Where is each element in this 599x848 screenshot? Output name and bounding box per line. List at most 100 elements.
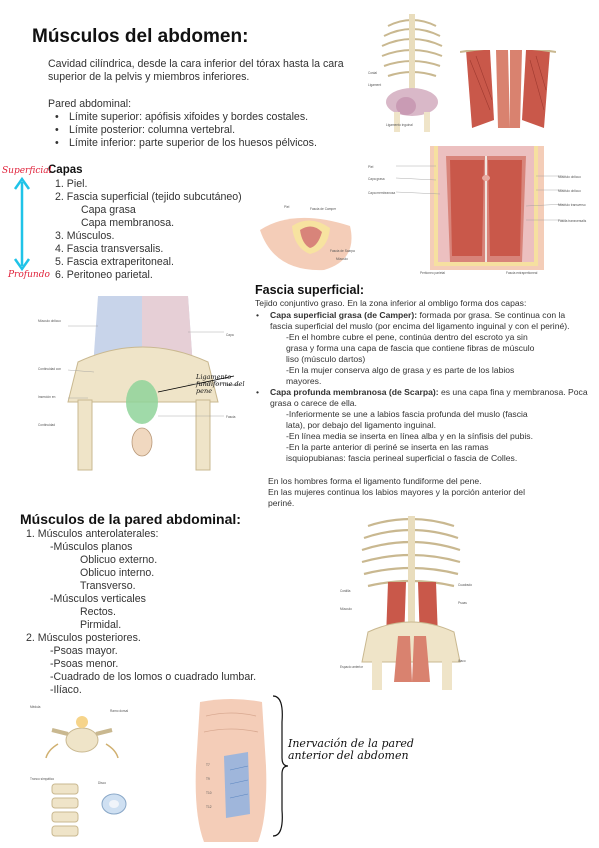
fascia-title: Fascia superficial: [255,283,365,297]
list-item: 3. Músculos. [55,230,115,242]
svg-text:T10: T10 [206,791,212,795]
pared-list: Límite superior: apófisis xifoides y bor… [55,111,345,150]
list-item: -Músculos verticales [50,593,146,605]
list-item: 5. Fascia extraperitoneal. [55,256,174,268]
capas-title: Capas [48,164,83,176]
svg-text:Músculo oblicuo: Músculo oblicuo [558,175,581,179]
capas-list: 1. Piel. 2. Fascia superficial (tejido s… [55,178,265,282]
pared-item: Límite superior: apófisis xifoides y bor… [55,111,345,124]
inervacion-handwritten-note: Inervación de la pared anterior del abdo… [288,737,414,762]
pared-item: Límite inferior: parte superior de los h… [55,137,345,150]
svg-text:Tronco simpático: Tronco simpático [30,777,54,781]
arrow-top-label: Superficial [2,166,52,176]
list-item: -Psoas mayor. [50,645,118,657]
svg-text:T9: T9 [206,777,210,781]
musculos-list: 1. Músculos anterolaterales: -Músculos p… [26,528,286,697]
scarpa-after-2: En las mujeres continua los labios mayor… [268,487,525,508]
list-item: Capa grasa [81,204,136,216]
list-item: 4. Fascia transversalis. [55,243,164,255]
camper-label: Capa superficial grasa (de Camper): [270,310,418,320]
depth-arrow-icon [13,176,31,272]
scarpa-after: En los hombres forma el ligamento fundif… [268,476,548,509]
list-item: Pirmidal. [80,619,122,631]
pared-item: Límite posterior: columna vertebral. [55,124,345,137]
svg-text:Continuidad: Continuidad [38,423,55,427]
svg-text:Inserción en: Inserción en [38,395,56,399]
arrow-bottom-label: Profundo [8,270,50,280]
list-item: -Músculos planos [50,541,133,553]
list-item: -Ilíaco. [50,684,82,696]
svg-text:Piel: Piel [368,165,374,169]
svg-text:Fascia de Camper: Fascia de Camper [310,207,337,211]
svg-text:Músculo: Músculo [336,257,348,261]
svg-text:Ligamento inguinal: Ligamento inguinal [386,123,413,127]
svg-text:T12: T12 [206,805,212,809]
svg-text:Músculo oblicuo: Músculo oblicuo [558,189,581,193]
svg-text:Capa: Capa [226,333,234,337]
svg-text:Músculo: Músculo [340,607,352,611]
list-item: Transverso. [80,580,136,592]
svg-text:Piel: Piel [284,205,290,209]
scarpa-text: es una capa fina y membranosa. Poca gras… [270,387,588,408]
svg-text:Costilla: Costilla [340,589,351,593]
svg-text:Disco: Disco [98,781,106,785]
svg-text:Médula: Médula [30,705,41,709]
svg-text:Capa grasa: Capa grasa [368,177,385,181]
scarpa-sub-1: -Inferiormente se une a labios fascia pr… [286,409,528,430]
list-item: 1. Piel. [55,178,88,190]
list-item: Capa membranosa. [81,217,175,229]
svg-text:Ramo dorsal: Ramo dorsal [110,709,128,713]
svg-text:Músculo oblicuo: Músculo oblicuo [38,319,61,323]
abdominal-muscles-image [460,50,556,132]
svg-text:Ligament: Ligament [368,83,381,87]
camper-text: formada por grasa. Se continua con la fa… [270,310,570,331]
list-item: Rectos. [80,606,116,618]
list-item: -Psoas menor. [50,658,119,670]
scarpa-sub-3: -En la parte anterior di periné se inser… [286,442,518,463]
svg-text:T7: T7 [206,763,210,767]
pared-label: Pared abdominal: [48,98,132,110]
bracket-icon [272,695,289,837]
list-item: Capa profunda membranosa (de Scarpa): es… [256,387,590,464]
list-item: 2. Fascia superficial (tejido subcutáneo… [55,191,242,203]
svg-text:Fascia extraperitoneal: Fascia extraperitoneal [506,271,538,275]
fascia-intro: Tejido conjuntivo graso. En la zona infe… [255,298,527,308]
svg-text:Fascia transversalis: Fascia transversalis [558,219,587,223]
svg-text:Continuidad con: Continuidad con [38,367,61,371]
list-item: -Cuadrado de los lomos o cuadrado lumbar… [50,671,257,683]
intro-text: Cavidad cilíndrica, desde la cara inferi… [48,58,344,83]
svg-text:Capa membranosa: Capa membranosa [368,191,395,195]
page-title: Músculos del abdomen: [32,26,249,47]
ligamento-handwritten-note: Ligamento fundiforme del pene [196,373,245,395]
fascia-list: Capa superficial grasa (de Camper): form… [256,310,590,464]
camper-sub-1: -En el hombre cubre el pene, continúa de… [286,332,535,364]
list-item: 6. Peritoneo parietal. [55,269,153,281]
camper-sub-2: -En la mujer conserva algo de grasa y es… [286,365,515,386]
svg-text:Fascia de Scarpa: Fascia de Scarpa [330,249,355,253]
svg-text:Costal: Costal [368,71,377,75]
list-item: Capa superficial grasa (de Camper): form… [256,310,590,387]
svg-text:Peritoneo parietal: Peritoneo parietal [420,271,445,275]
svg-text:Inserción: Inserción [226,383,239,387]
list-item: Oblicuo externo. [80,554,158,566]
list-item: Oblicuo interno. [80,567,155,579]
musculos-title: Músculos de la pared abdominal: [20,511,241,527]
scarpa-sub-2: -En línea media se inserta en línea alba… [286,431,533,441]
list-item: 1. Músculos anterolaterales: [26,528,159,540]
svg-text:Ilíaco: Ilíaco [458,659,466,663]
scarpa-after-1: En los hombres forma el ligamento fundif… [268,476,482,486]
svg-text:Cuadrado: Cuadrado [458,583,472,587]
svg-text:Músculo transverso: Músculo transverso [558,203,586,207]
scarpa-label: Capa profunda membranosa (de Scarpa): [270,387,439,397]
svg-text:Fascia: Fascia [226,415,236,419]
list-item: 2. Músculos posteriores. [26,632,141,644]
svg-text:Espacio anterior: Espacio anterior [340,665,364,669]
svg-text:Psoas: Psoas [458,601,467,605]
